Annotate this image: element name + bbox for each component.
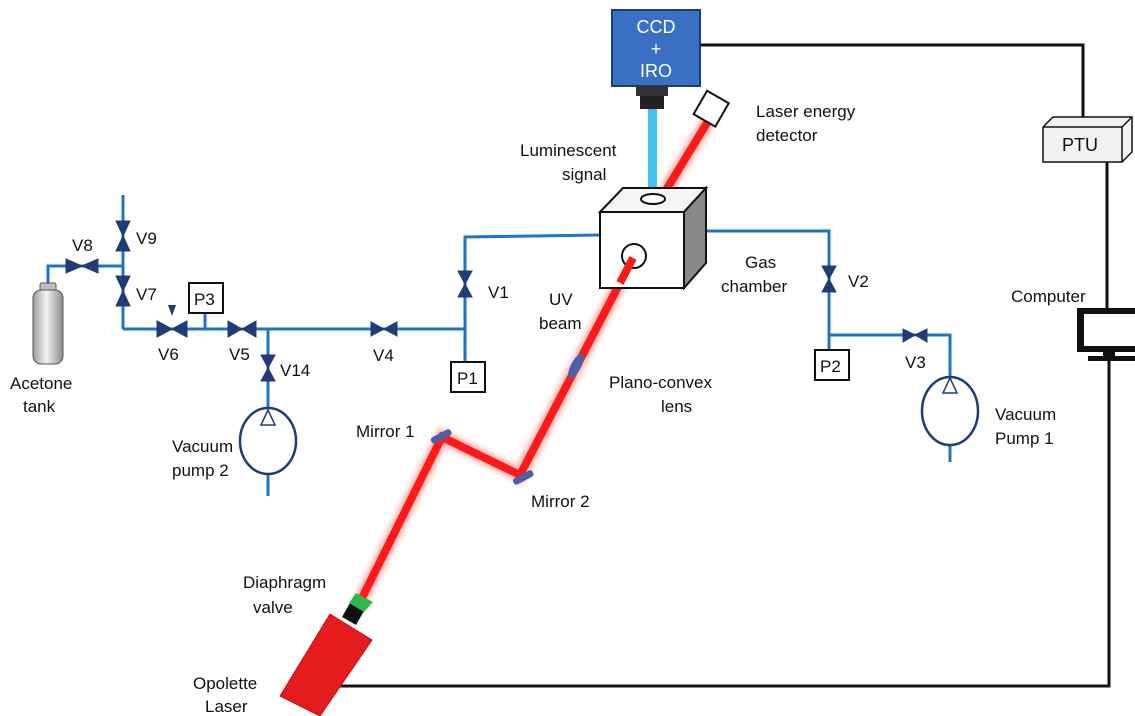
valve-v6 bbox=[156, 305, 188, 338]
mirror2-label: Mirror 2 bbox=[531, 492, 590, 511]
valve-v9 bbox=[115, 220, 131, 252]
mirror-2 bbox=[512, 470, 534, 485]
diaphragm-label-1: Diaphragm bbox=[243, 573, 326, 592]
v8-label: V8 bbox=[72, 236, 93, 255]
valve-v3 bbox=[902, 328, 928, 343]
pressure-gauge-p2: P2 bbox=[814, 349, 850, 381]
acetone-tank bbox=[32, 282, 64, 365]
valve-v5 bbox=[227, 320, 257, 338]
mirror-1 bbox=[430, 429, 452, 444]
beam-into-chamber bbox=[616, 256, 637, 285]
p3-label: P3 bbox=[194, 290, 215, 309]
laser-energy-label-1: Laser energy bbox=[756, 102, 856, 121]
camera-line3: IRO bbox=[640, 61, 672, 81]
ptu-label: PTU bbox=[1062, 135, 1098, 155]
valve-v8 bbox=[65, 258, 99, 274]
valve-v7 bbox=[115, 275, 131, 307]
vacuum-pump-2-label-2: pump 2 bbox=[172, 461, 229, 480]
plano-convex-lens bbox=[568, 353, 584, 379]
uv-beam-label-2: beam bbox=[539, 314, 582, 333]
gas-chamber-label-1: Gas bbox=[745, 253, 776, 272]
acetone-label-2: tank bbox=[23, 397, 56, 416]
mirror1-label: Mirror 1 bbox=[356, 422, 415, 441]
camera-line1: CCD bbox=[637, 17, 676, 37]
laser-label-2: Laser bbox=[205, 697, 248, 716]
lens-label-2: lens bbox=[661, 397, 692, 416]
v3-label: V3 bbox=[905, 353, 926, 372]
vacuum-pump-1 bbox=[920, 375, 980, 447]
pressure-gauge-p3: P3 bbox=[188, 282, 224, 314]
laser-energy-detector bbox=[692, 89, 731, 128]
v7-label: V7 bbox=[136, 285, 157, 304]
pressure-gauge-p1: P1 bbox=[450, 361, 486, 393]
ptu-box: PTU bbox=[1042, 116, 1133, 163]
p2-label: P2 bbox=[820, 357, 841, 376]
ccd-iro-camera: CCD + IRO bbox=[611, 9, 701, 109]
gas-chamber bbox=[597, 185, 709, 291]
camera-ptu-cable bbox=[700, 43, 1085, 118]
uv-beam-label-1: UV bbox=[549, 290, 573, 309]
v6-label: V6 bbox=[158, 345, 179, 364]
v4-label: V4 bbox=[373, 346, 394, 365]
vacuum-pump-2-label-1: Vacuum bbox=[172, 437, 233, 456]
v2-label: V2 bbox=[848, 272, 869, 291]
computer-label: Computer bbox=[1011, 287, 1086, 306]
v14-label: V14 bbox=[280, 361, 310, 380]
vacuum-pump-1-label-2: Pump 1 bbox=[995, 429, 1054, 448]
camera-line2: + bbox=[651, 39, 662, 59]
luminescent-label-1: Luminescent bbox=[520, 141, 617, 160]
gas-chamber-label-2: chamber bbox=[721, 277, 787, 296]
p1-label: P1 bbox=[457, 369, 478, 388]
luminescent-beam bbox=[648, 108, 657, 198]
v9-label: V9 bbox=[136, 229, 157, 248]
valve-v14 bbox=[260, 354, 276, 382]
computer-monitor: Computer bbox=[1011, 287, 1135, 361]
valve-v2 bbox=[821, 265, 837, 293]
opolette-laser bbox=[279, 593, 373, 716]
vacuum-pump-1-label-1: Vacuum bbox=[995, 405, 1056, 424]
luminescent-label-2: signal bbox=[562, 165, 606, 184]
v5-label: V5 bbox=[229, 345, 250, 364]
v1-label: V1 bbox=[488, 283, 509, 302]
lens-label-1: Plano-convex bbox=[609, 373, 713, 392]
laser-label-1: Opolette bbox=[193, 674, 257, 693]
valve-v1 bbox=[457, 270, 473, 298]
valve-v4 bbox=[370, 321, 398, 337]
vacuum-pump-2 bbox=[238, 406, 298, 476]
computer-laser-cable bbox=[330, 356, 1111, 688]
laser-energy-label-2: detector bbox=[756, 126, 818, 145]
acetone-label-1: Acetone bbox=[10, 374, 72, 393]
diaphragm-label-2: valve bbox=[253, 598, 293, 617]
laser-beam bbox=[355, 109, 719, 602]
